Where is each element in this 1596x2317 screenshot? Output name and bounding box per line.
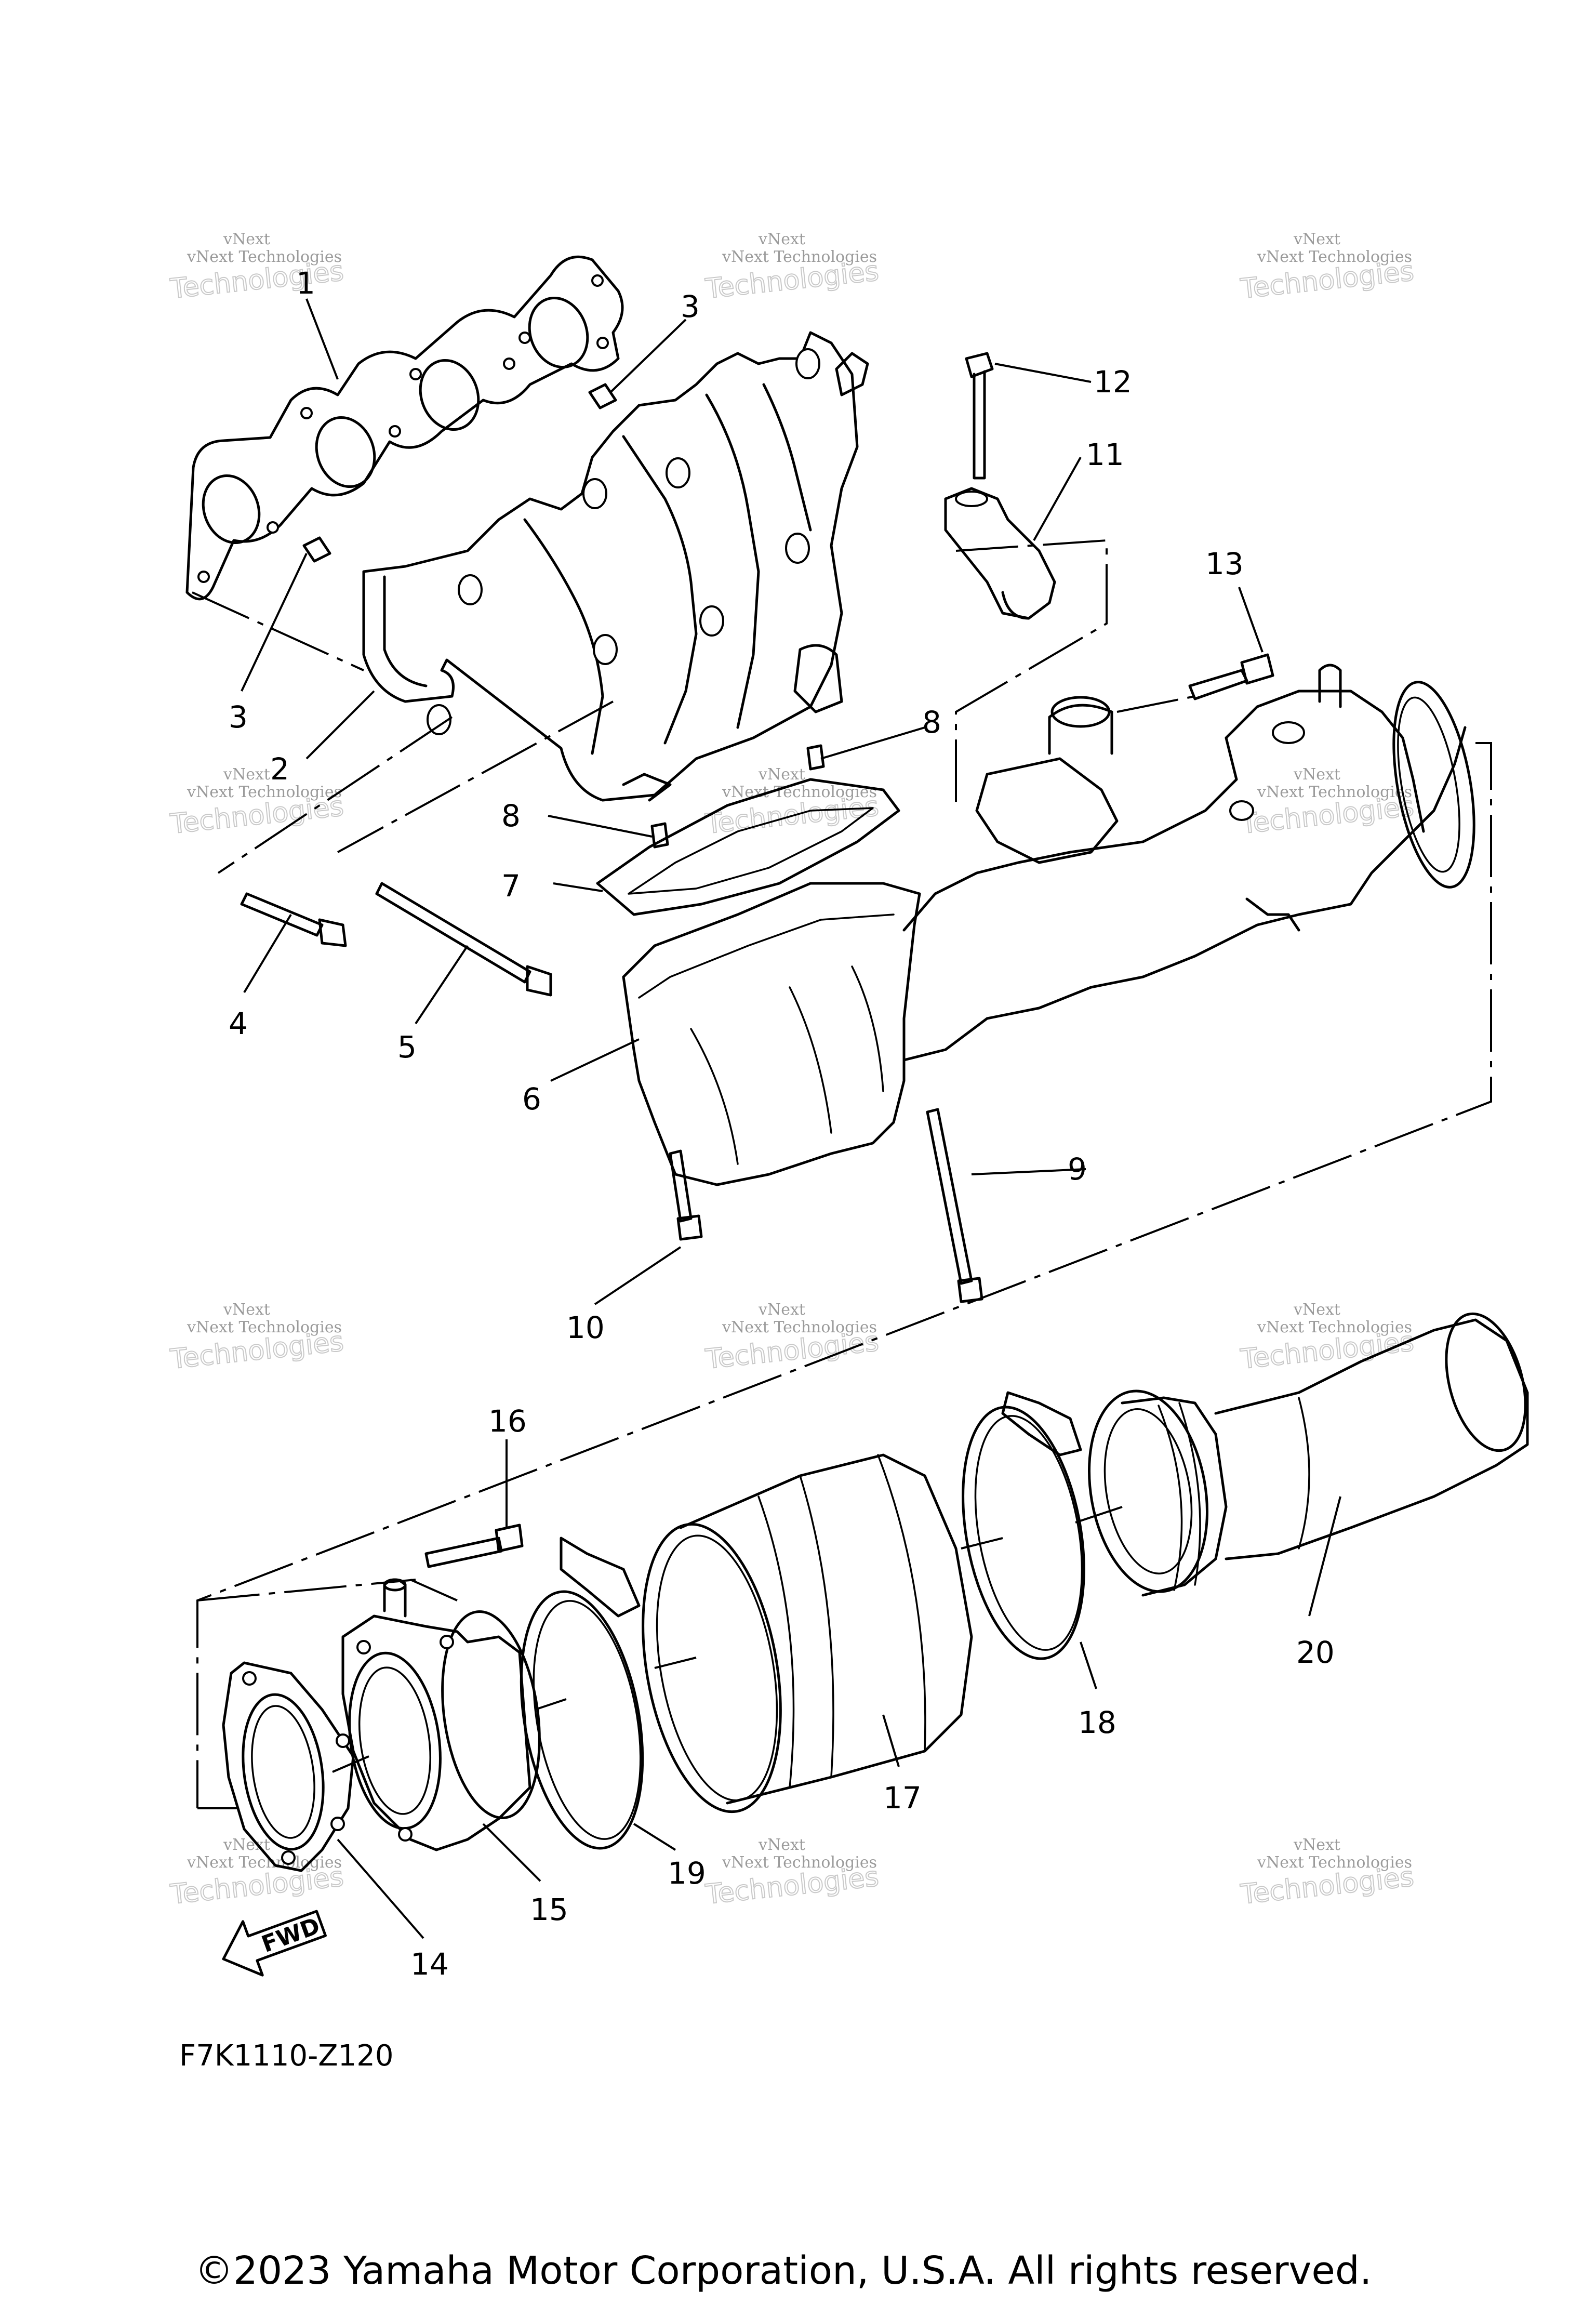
watermark: vNext vNext Technologies Technologies — [703, 230, 881, 306]
part-4-bolt — [240, 892, 347, 947]
copyright-notice: ©2023 Yamaha Motor Corporation, U.S.A. A… — [195, 2248, 1372, 2293]
callout-5: 5 — [397, 1029, 417, 1065]
part-19-hose-clamp — [520, 1537, 644, 1850]
part-2-exhaust-manifold — [362, 331, 869, 802]
callout-17: 17 — [883, 1780, 922, 1816]
svg-text:vNext: vNext — [758, 765, 805, 784]
part-16-bolt — [410, 1524, 524, 1601]
part-9-bolt — [926, 1108, 983, 1303]
part-18-hose-clamp — [962, 1391, 1085, 1660]
part-14-flange-gasket — [222, 1661, 355, 1872]
watermark: vNext vNext Technologies Technologies — [1239, 1301, 1416, 1376]
part-20-exhaust-pipe — [1088, 1312, 1529, 1597]
callout-7: 7 — [501, 868, 521, 904]
svg-text:vNext Technologies: vNext Technologies — [722, 1318, 877, 1336]
part-11-bracket — [944, 487, 1056, 620]
svg-text:vNext: vNext — [758, 230, 805, 248]
callout-2: 2 — [270, 751, 289, 787]
part-15-exhaust-joint — [341, 1578, 541, 1851]
callout-10: 10 — [566, 1310, 605, 1345]
forward-direction-arrow: FWD — [222, 1910, 327, 1977]
svg-text:vNext Technologies: vNext Technologies — [1257, 248, 1412, 266]
callout-1: 1 — [296, 266, 315, 301]
svg-text:vNext Technologies: vNext Technologies — [1257, 783, 1412, 801]
part-3-dowel-pins — [302, 383, 617, 563]
assembly-lines-upper — [192, 539, 1492, 1808]
part-10-bolt — [669, 1149, 703, 1241]
svg-text:vNext: vNext — [1293, 1836, 1340, 1854]
assembly-lines-lower — [197, 1506, 1123, 1809]
callout-14: 14 — [410, 1947, 449, 1982]
svg-text:vNext: vNext — [1293, 765, 1340, 784]
svg-text:vNext Technologies: vNext Technologies — [722, 1853, 877, 1872]
watermark: vNext vNext Technologies Technologies — [1239, 1836, 1416, 1911]
leader-lines — [241, 298, 1341, 1939]
callout-11: 11 — [1086, 437, 1124, 472]
watermark: vNext vNext Technologies Technologies — [168, 1836, 345, 1911]
svg-text:vNext: vNext — [223, 230, 270, 248]
callout-16: 16 — [488, 1404, 527, 1439]
callout-8: 8 — [922, 705, 941, 740]
watermark: vNext vNext Technologies Technologies — [168, 1301, 345, 1376]
drawing-code: F7K1110-Z120 — [179, 2039, 394, 2073]
part-13-bolt — [1188, 653, 1274, 700]
svg-text:vNext: vNext — [758, 1301, 805, 1319]
watermark: vNext vNext Technologies Technologies — [703, 1301, 881, 1376]
callout-3: 3 — [229, 699, 248, 735]
svg-text:vNext: vNext — [223, 765, 270, 784]
callouts: 1 2 3 3 4 5 6 7 8 8 9 10 11 12 13 14 15 … — [229, 266, 1335, 1982]
part-17-rubber-hose — [642, 1453, 973, 1813]
callout-9: 9 — [1068, 1151, 1087, 1187]
watermark: vNext vNext Technologies Technologies — [1239, 230, 1416, 306]
svg-text:vNext Technologies: vNext Technologies — [187, 1318, 342, 1336]
part-6-exhaust-chamber — [622, 664, 1475, 1186]
callout-12: 12 — [1094, 364, 1132, 400]
svg-text:vNext Technologies: vNext Technologies — [1257, 1318, 1412, 1336]
callout-6: 6 — [522, 1081, 541, 1117]
part-8-dowels — [650, 744, 825, 849]
callout-20: 20 — [1296, 1635, 1335, 1670]
callout-19: 19 — [668, 1856, 706, 1891]
part-7-gasket — [596, 778, 900, 916]
svg-text:vNext Technologies: vNext Technologies — [722, 248, 877, 266]
watermark: vNext vNext Technologies Technologies — [168, 765, 345, 841]
svg-text:vNext: vNext — [1293, 230, 1340, 248]
part-5-bolt — [375, 882, 552, 997]
part-1-manifold-gasket — [185, 255, 624, 601]
svg-text:vNext: vNext — [223, 1301, 270, 1319]
svg-text:vNext Technologies: vNext Technologies — [1257, 1853, 1412, 1872]
callout-15: 15 — [530, 1892, 568, 1927]
watermark: vNext vNext Technologies Technologies — [168, 230, 345, 306]
watermark: vNext vNext Technologies Technologies — [1239, 765, 1416, 841]
svg-text:vNext Technologies: vNext Technologies — [187, 248, 342, 266]
callout-8: 8 — [501, 798, 521, 833]
part-12-bolt — [965, 352, 994, 480]
callout-3: 3 — [681, 289, 700, 324]
watermark: vNext vNext Technologies Technologies — [703, 1836, 881, 1911]
svg-text:vNext Technologies: vNext Technologies — [187, 783, 342, 801]
callout-4: 4 — [229, 1006, 248, 1041]
watermark: vNext vNext Technologies Technologies — [703, 765, 881, 841]
callout-18: 18 — [1078, 1705, 1116, 1740]
svg-text:vNext: vNext — [1293, 1301, 1340, 1319]
svg-text:vNext: vNext — [758, 1836, 805, 1854]
callout-13: 13 — [1205, 546, 1244, 581]
